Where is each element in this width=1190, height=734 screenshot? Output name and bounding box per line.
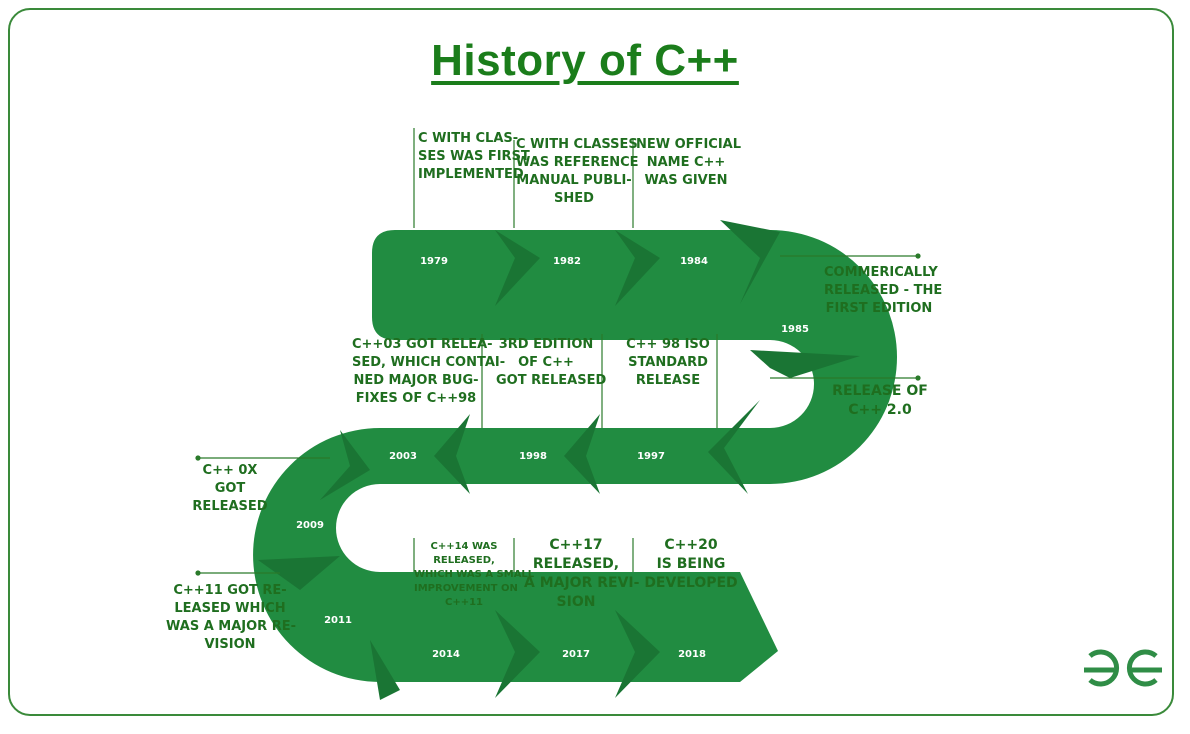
label-1982: C with classeswas referencemanual publi-… — [516, 137, 639, 206]
year-1998: 1998 — [519, 451, 547, 462]
year-1989: 1989 — [754, 417, 782, 428]
label-1985: Commericallyreleased - thefirst edition — [824, 265, 943, 316]
label-1989: Release ofC++ 2.0 — [832, 383, 928, 418]
label-2003: C++03 got relea-sed, which contai-ned ma… — [352, 337, 506, 406]
page-title: History of C++ — [431, 36, 739, 85]
geeksforgeeks-logo — [1084, 649, 1162, 687]
year-1984: 1984 — [680, 256, 708, 267]
year-2011: 2011 — [324, 615, 352, 626]
year-2017: 2017 — [562, 649, 590, 660]
year-1979: 1979 — [420, 256, 448, 267]
year-2009: 2009 — [296, 520, 324, 531]
chevron-accents — [258, 220, 860, 700]
label-1984: New officialname C++was given — [636, 137, 741, 188]
connector-lines — [195, 128, 921, 576]
label-2014: C++14 wasreleased,which was a smallimpro… — [414, 541, 535, 608]
year-1982: 1982 — [553, 256, 581, 267]
label-1979: C with clas-ses was firstimplemented — [418, 131, 530, 182]
year-2003: 2003 — [389, 451, 417, 462]
year-1997: 1997 — [637, 451, 665, 462]
label-1998: 3rd editionof C++got released — [496, 337, 607, 388]
label-2011: C++11 got re-leased whichwas a major re-… — [166, 583, 296, 652]
label-2017: C++17released,a major revi-sion — [524, 537, 640, 610]
label-2009: C++ 0xgotreleased — [192, 463, 268, 514]
year-2018: 2018 — [678, 649, 706, 660]
label-1997: C++ 98 ISOstandardrelease — [626, 337, 710, 388]
year-1985: 1985 — [781, 324, 809, 335]
year-2014: 2014 — [432, 649, 460, 660]
label-2018: C++20is beingdeveloped — [644, 537, 738, 591]
